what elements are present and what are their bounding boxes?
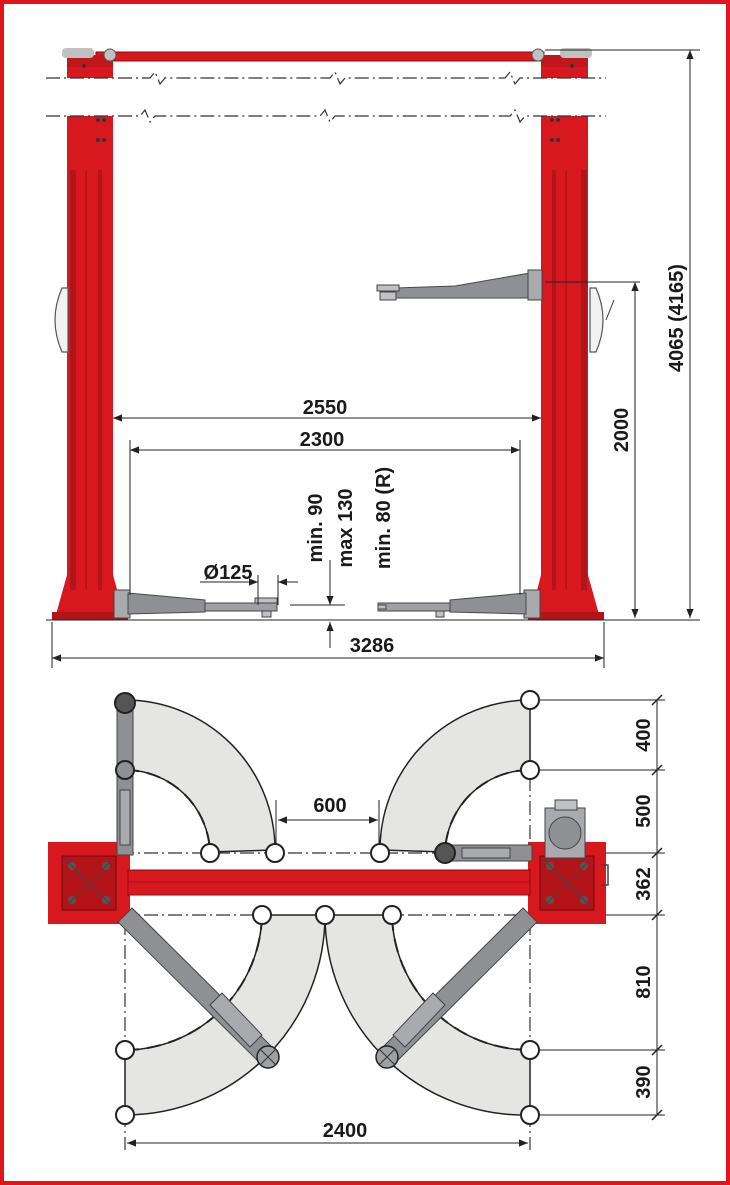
arm-top-left <box>114 692 136 856</box>
dim-2300: 2300 <box>300 429 345 451</box>
break-line-lower <box>46 108 606 124</box>
dim-min-90: min. 90 <box>305 494 327 563</box>
swing-area-top-left <box>124 699 276 853</box>
dim-2000: 2000 <box>611 408 633 453</box>
swing-area-top-right <box>379 699 531 853</box>
dim-2400: 2400 <box>323 1120 368 1142</box>
side-dimensions <box>51 49 700 668</box>
top-view: 600 2400 400 500 362 810 390 <box>48 690 665 1150</box>
arm-top-right <box>434 842 533 864</box>
left-column <box>52 48 128 620</box>
arm-bottom-right <box>375 907 538 1069</box>
lowered-arm-right <box>377 589 541 619</box>
dim-810: 810 <box>633 965 655 998</box>
lowered-arm-left <box>113 589 278 619</box>
dim-390: 390 <box>633 1065 655 1098</box>
dim-total-height: 4065 (4165) <box>666 264 688 372</box>
pad-positions <box>115 690 540 1125</box>
break-line-upper <box>46 70 606 86</box>
dim-2550: 2550 <box>303 397 348 419</box>
side-view: 2550 2300 3286 Ø125 2000 4065 (4165) min… <box>46 48 700 668</box>
arm-bottom-left <box>117 907 280 1069</box>
dim-3286: 3286 <box>350 635 395 657</box>
dim-600: 600 <box>313 795 346 817</box>
dim-500: 500 <box>633 794 655 827</box>
dim-400: 400 <box>633 718 655 751</box>
dim-362: 362 <box>633 867 655 900</box>
top-crossbar <box>95 51 545 62</box>
left-base-plate <box>48 842 130 924</box>
raised-arm <box>376 269 543 301</box>
motor-unit <box>544 799 586 859</box>
dim-pad-diameter: Ø125 <box>204 562 253 584</box>
right-column <box>528 48 615 620</box>
dim-min-80: min. 80 (R) <box>373 467 395 569</box>
top-dimensions <box>127 694 665 1147</box>
dim-max-130: max 130 <box>335 489 357 568</box>
